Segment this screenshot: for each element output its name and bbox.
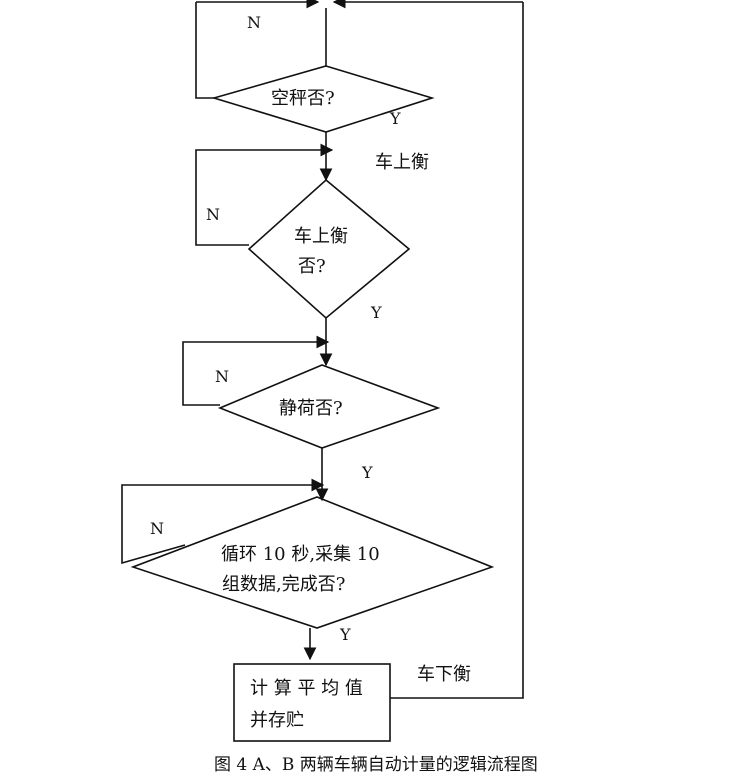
- decision-on-scale-label-line1: 车上衡: [294, 226, 348, 247]
- process-calculate-store: [233, 663, 391, 742]
- process-label-line1: 计 算 平 均 值: [250, 678, 363, 699]
- label-n-2: N: [206, 205, 220, 224]
- decision-empty-scale-label: 空秤否?: [271, 88, 335, 109]
- label-on-scale: 车上衡: [375, 152, 429, 173]
- decision-on-scale: [247, 178, 411, 320]
- label-n-4: N: [150, 519, 164, 538]
- decision-sampling-complete: [130, 496, 495, 629]
- loop4-line: [121, 478, 325, 565]
- figure-caption: 图 4 A、B 两辆车辆自动计量的逻辑流程图: [214, 755, 538, 775]
- decision-sampling-label-line1: 循环 10 秒,采集 10: [221, 544, 380, 565]
- return-line: [390, 2, 524, 699]
- decision-static-load-label: 静荷否?: [279, 398, 343, 419]
- loop2-line: [195, 143, 334, 246]
- label-off-scale: 车下衡: [417, 664, 471, 685]
- label-y-2: Y: [370, 303, 382, 322]
- decision-sampling-label-line2: 组数据,完成否?: [222, 574, 345, 595]
- label-y-4: Y: [339, 625, 351, 644]
- label-y-3: Y: [361, 463, 373, 482]
- label-n-3: N: [215, 367, 229, 386]
- decision-on-scale-label-line2: 否?: [298, 256, 326, 277]
- loop1-line: [195, 2, 214, 99]
- label-y-1: Y: [389, 109, 401, 128]
- process-label-line2: 并存贮: [250, 710, 304, 731]
- loop3-line: [182, 335, 330, 406]
- label-n-1: N: [247, 13, 261, 32]
